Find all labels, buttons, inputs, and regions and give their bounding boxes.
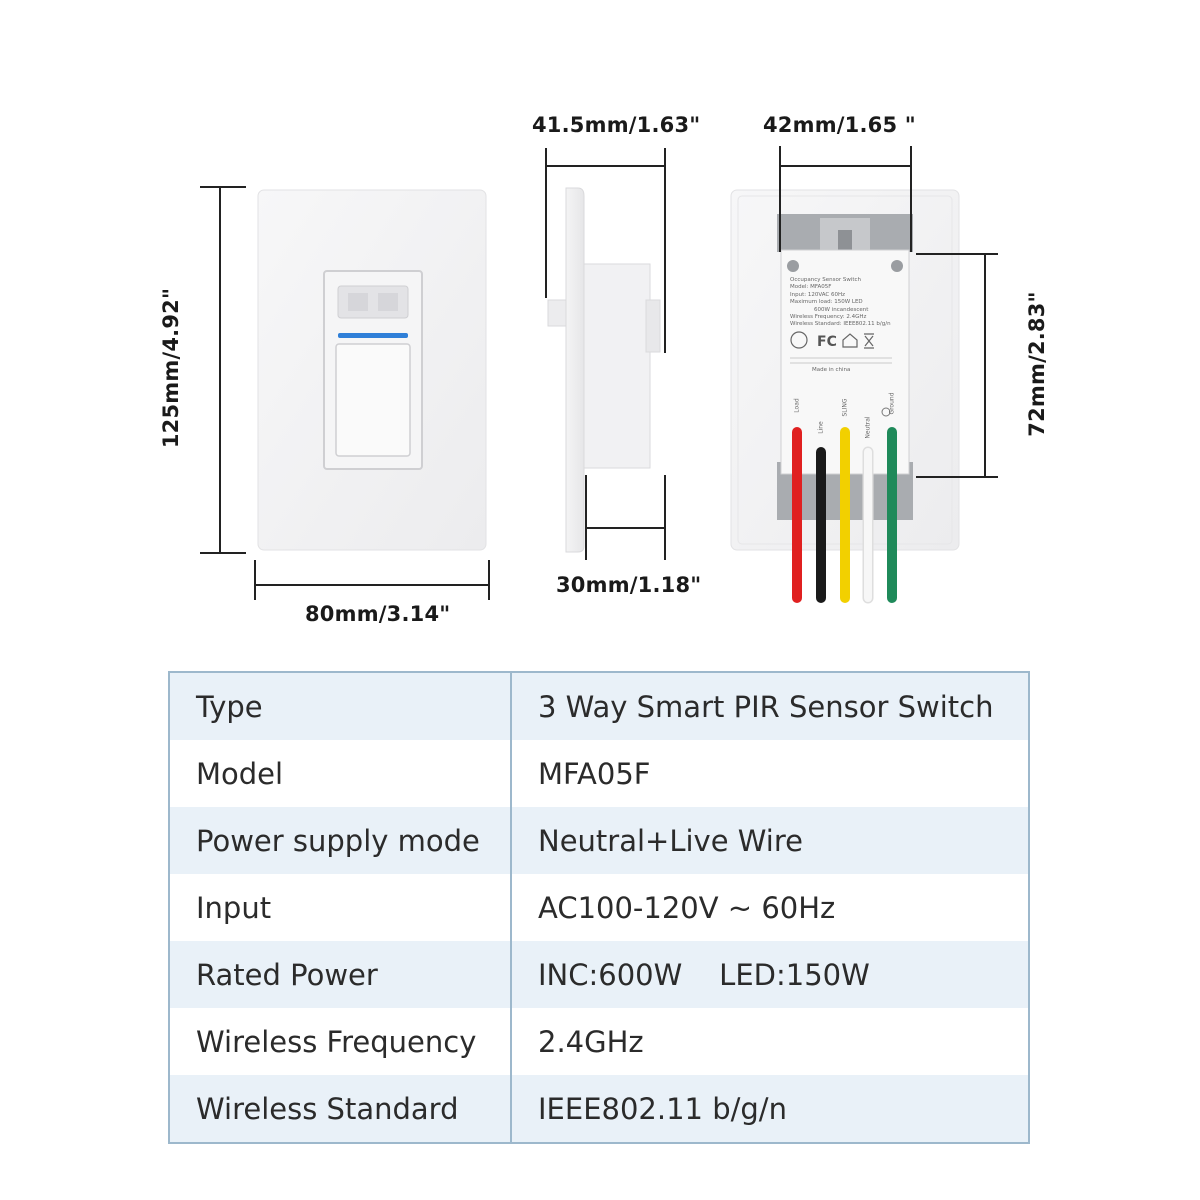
etl-mark-icon — [790, 331, 808, 349]
table-row: Model MFA05F — [169, 740, 1029, 807]
wire-label-line: Line — [817, 421, 825, 434]
label-line-1: Occupancy Sensor Switch — [790, 277, 862, 283]
weee-bin-icon — [864, 333, 874, 349]
spec-value-type: 3 Way Smart PIR Sensor Switch — [511, 672, 1029, 740]
label-line-4: Maximum load: 150W LED — [790, 299, 863, 306]
side-body-dimension-lines — [585, 475, 666, 560]
indicator-light-bar — [338, 333, 408, 338]
label-line-3: Input: 120VAC 60Hz — [790, 291, 846, 298]
label-line-5: 600W incandescent — [814, 306, 869, 313]
rocker-paddle — [335, 343, 411, 457]
table-row: Input AC100-120V ~ 60Hz — [169, 874, 1029, 941]
spec-key-type: Type — [169, 672, 512, 740]
spec-key-wireless-standard: Wireless Standard — [169, 1075, 512, 1143]
ground-symbol-icon — [881, 407, 891, 417]
spec-value-wireless-frequency: 2.4GHz — [511, 1008, 1029, 1075]
dim-back-width: 42mm/1.65 " — [763, 113, 916, 137]
side-housing-body — [583, 263, 651, 469]
dim-side-depth: 41.5mm/1.63" — [532, 113, 701, 137]
wire-label-ground: Ground — [888, 392, 896, 415]
side-wall-plate — [565, 187, 585, 553]
spec-key-input: Input — [169, 874, 512, 941]
spec-key-power-supply-mode: Power supply mode — [169, 807, 512, 874]
spec-value-input: AC100-120V ~ 60Hz — [511, 874, 1029, 941]
back-view: FC — [730, 189, 960, 604]
table-row: Type 3 Way Smart PIR Sensor Switch — [169, 672, 1029, 740]
wire-label-neutral: Neutral — [864, 416, 872, 439]
wire-label-sling: SLING — [841, 398, 849, 417]
spec-table: Type 3 Way Smart PIR Sensor Switch Model… — [168, 671, 1030, 1144]
fcc-mark-icon: FC — [817, 334, 837, 350]
spec-value-model: MFA05F — [511, 740, 1029, 807]
side-view — [547, 187, 661, 553]
home-mark-icon — [842, 333, 858, 348]
side-depth-dimension-lines — [545, 148, 666, 353]
dim-height: 125mm/4.92" — [159, 287, 183, 449]
label-made-in: Made in china — [812, 367, 851, 373]
wire-bundle — [792, 427, 897, 604]
width-dimension-lines — [254, 560, 490, 600]
table-row: Wireless Standard IEEE802.11 b/g/n — [169, 1075, 1029, 1143]
back-height-dimension-lines — [916, 253, 998, 478]
dim-side-body: 30mm/1.18" — [556, 573, 702, 597]
side-rocker-profile — [547, 299, 567, 327]
label-line-6: Wireless Frequency: 2.4GHz — [790, 314, 867, 321]
table-row: Rated Power INC:600W LED:150W — [169, 941, 1029, 1008]
pir-lens-right — [378, 293, 398, 311]
product-drawing: FC — [200, 146, 998, 604]
wire-label-load: Load — [793, 398, 801, 413]
label-line-2: Model: MFA05F — [790, 284, 832, 291]
pir-lens-left — [348, 293, 368, 311]
back-label-text: Occupancy Sensor Switch Model: MFA05F In… — [790, 277, 910, 329]
spec-key-model: Model — [169, 740, 512, 807]
dim-back-height: 72mm/2.83" — [1025, 291, 1049, 437]
screw-left — [787, 260, 799, 272]
height-dimension-lines — [200, 186, 246, 554]
label-line-7: Wireless Standard: IEEE802.11 b/g/n — [790, 321, 891, 328]
back-width-dimension-lines — [779, 146, 912, 252]
front-view — [257, 189, 487, 551]
spec-key-wireless-frequency: Wireless Frequency — [169, 1008, 512, 1075]
table-row: Wireless Frequency 2.4GHz — [169, 1008, 1029, 1075]
dim-width: 80mm/3.14" — [305, 602, 451, 626]
spec-key-rated-power: Rated Power — [169, 941, 512, 1008]
table-row: Power supply mode Neutral+Live Wire — [169, 807, 1029, 874]
spec-value-power-supply-mode: Neutral+Live Wire — [511, 807, 1029, 874]
spec-value-rated-power: INC:600W LED:150W — [511, 941, 1029, 1008]
spec-value-wireless-standard: IEEE802.11 b/g/n — [511, 1075, 1029, 1143]
screw-right — [891, 260, 903, 272]
side-housing-step — [645, 299, 661, 353]
